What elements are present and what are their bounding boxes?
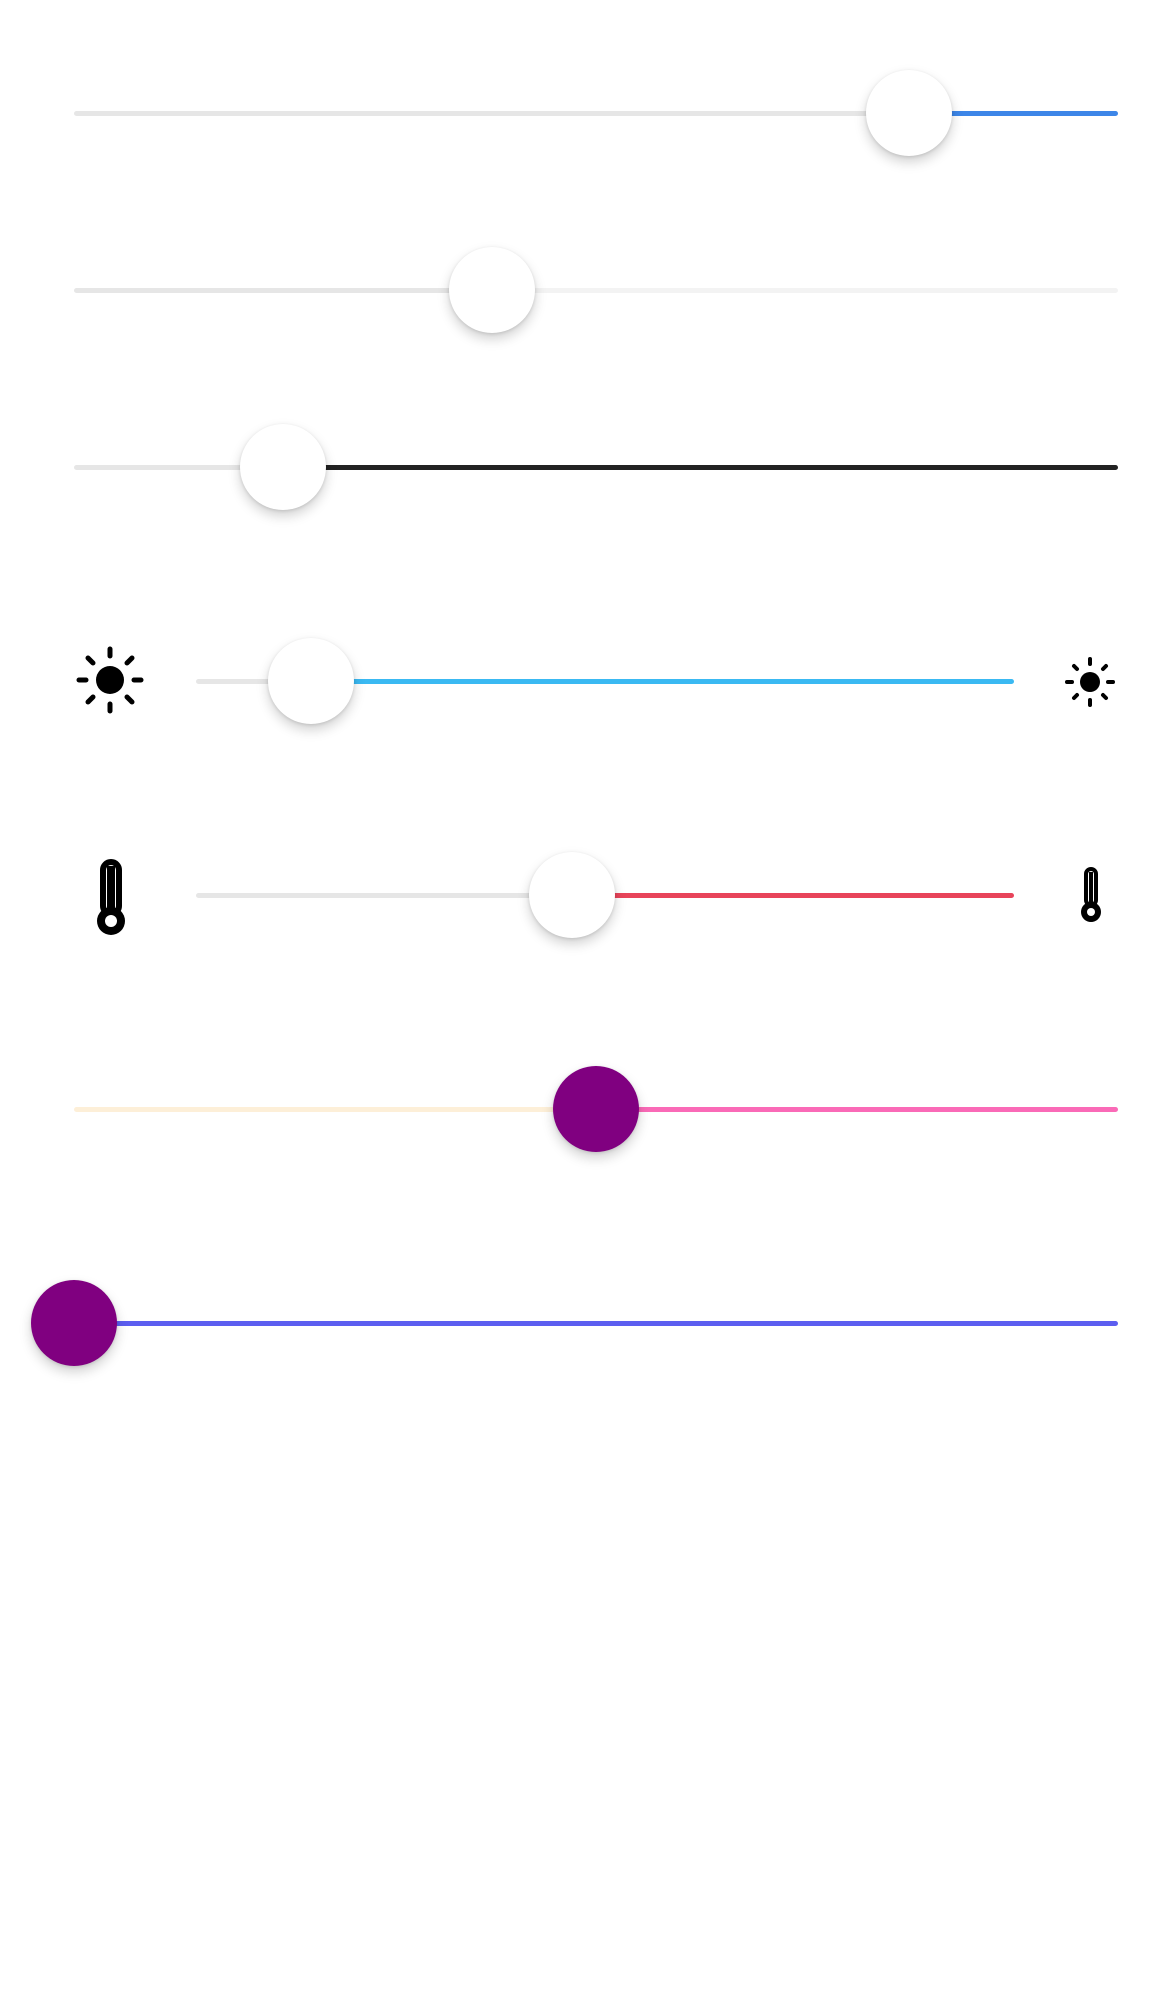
slider-max-track [311, 678, 1014, 684]
slider-min-track [74, 1106, 596, 1112]
slider-thumb[interactable] [529, 852, 615, 938]
slider-min-track [74, 110, 909, 116]
slider-thumb[interactable] [240, 424, 326, 510]
slider-light[interactable] [74, 245, 1118, 335]
slider-max-track [283, 464, 1118, 470]
slider-pink-purple[interactable] [74, 1064, 1118, 1154]
slider-max-track [596, 1106, 1118, 1112]
slider-min-track [74, 287, 492, 293]
thermometer-small-icon [1081, 867, 1101, 922]
slider-default-blue[interactable] [74, 68, 1118, 158]
slider-indigo-purple[interactable] [31, 1278, 1118, 1368]
slider-min-track [74, 464, 283, 470]
slider-thumb[interactable] [553, 1066, 639, 1152]
slider-max-track [492, 287, 1118, 293]
slider-max-track [572, 892, 1014, 898]
slider-thumb[interactable] [449, 247, 535, 333]
slider-dark[interactable] [74, 422, 1118, 512]
sun-large-icon [76, 646, 144, 714]
sun-small-icon [1065, 657, 1115, 707]
slider-temperature[interactable] [196, 850, 1014, 940]
thermometer-large-icon [97, 859, 125, 935]
slider-thumb[interactable] [866, 70, 952, 156]
slider-max-track [909, 110, 1118, 116]
slider-brightness[interactable] [196, 636, 1014, 726]
slider-thumb[interactable] [268, 638, 354, 724]
slider-max-track [74, 1320, 1118, 1326]
slider-thumb[interactable] [31, 1280, 117, 1366]
slider-min-track [196, 678, 311, 684]
slider-min-track [196, 892, 572, 898]
